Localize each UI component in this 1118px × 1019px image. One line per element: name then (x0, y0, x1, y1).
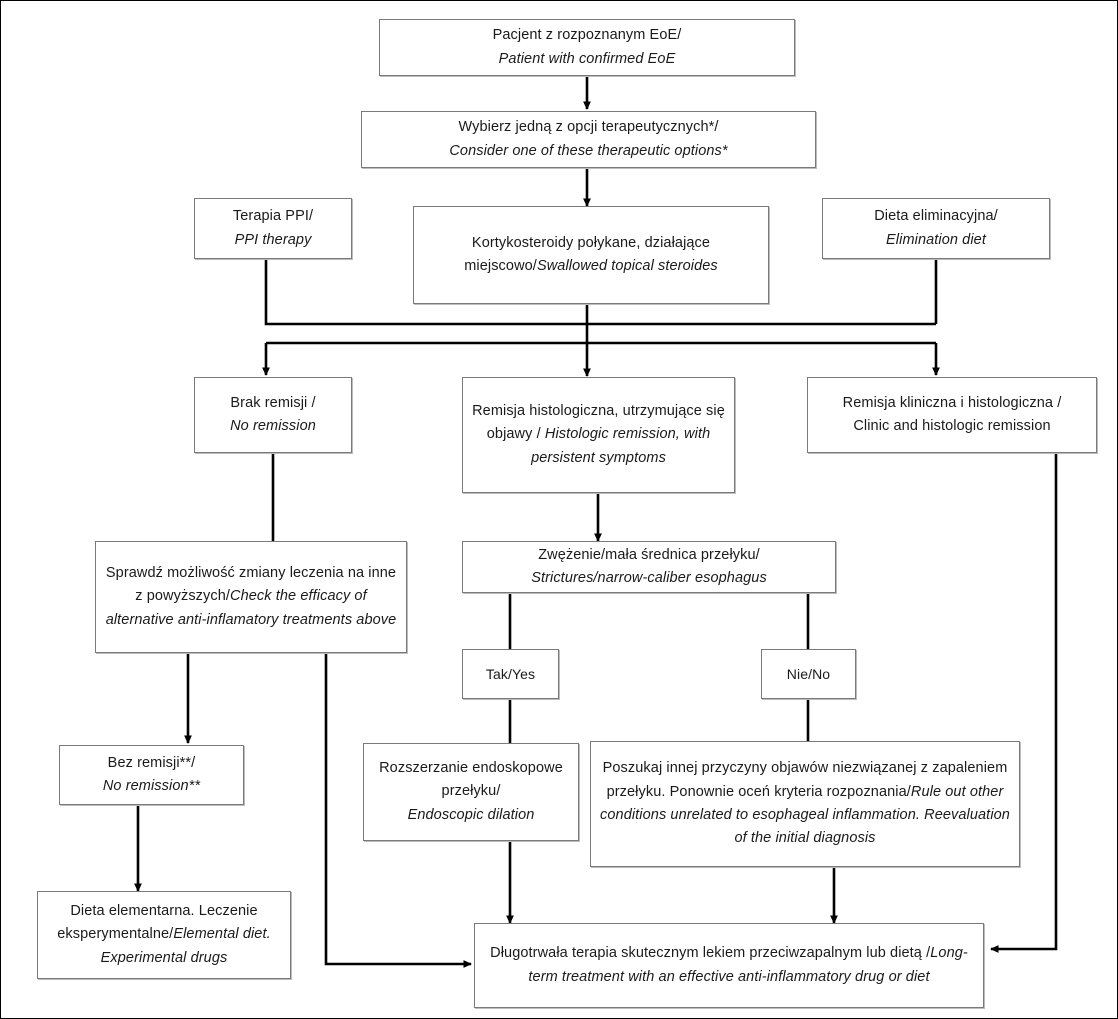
node-check-efficacy-text: Sprawdź możliwość zmiany leczenia na inn… (105, 564, 397, 628)
node-histologic-remission-text: Remisja histologiczna, utrzymujące się o… (472, 402, 725, 466)
node-long-term-treatment-text: Długotrwała terapia skutecznym lekiem pr… (490, 945, 968, 985)
node-rule-out-other-conditions[interactable]: Poszukaj innej przyczyny objawów niezwią… (590, 741, 1020, 867)
node-strictures-text: Zwężenie/mała średnica przełyku/ Strictu… (531, 546, 767, 586)
node-histologic-remission[interactable]: Remisja histologiczna, utrzymujące się o… (462, 377, 735, 493)
node-swallowed-steroids-text: Kortykosteroidy połykane, działające mie… (464, 234, 718, 274)
node-elemental-diet[interactable]: Dieta elementarna. Leczenie eksperymenta… (37, 891, 291, 979)
node-ppi-therapy[interactable]: Terapia PPI/ PPI therapy (194, 198, 352, 259)
node-decision-yes[interactable]: Tak/Yes (462, 649, 559, 699)
node-elimination-diet[interactable]: Dieta eliminacyjna/ Elimination diet (822, 198, 1050, 259)
node-no-remission-2[interactable]: Bez remisji**/ No remission** (59, 745, 244, 805)
node-long-term-treatment[interactable]: Długotrwała terapia skutecznym lekiem pr… (474, 923, 984, 1008)
node-clinic-histologic-remission[interactable]: Remisja kliniczna i histologiczna / Clin… (807, 377, 1097, 453)
node-ppi-therapy-text: Terapia PPI/ PPI therapy (232, 208, 314, 248)
node-consider-options[interactable]: Wybierz jedną z opcji terapeutycznych*/ … (361, 111, 816, 168)
node-endoscopic-dilation[interactable]: Rozszerzanie endoskopowe przełyku/ Endos… (363, 743, 579, 841)
node-consider-options-text: Wybierz jedną z opcji terapeutycznych*/ … (449, 119, 728, 159)
node-patient[interactable]: Pacjent z rozpoznanym EoE/ Patient with … (379, 19, 795, 76)
node-strictures[interactable]: Zwężenie/mała średnica przełyku/ Strictu… (462, 541, 836, 593)
node-decision-no[interactable]: Nie/No (761, 649, 856, 699)
node-decision-no-text: Nie/No (786, 665, 831, 682)
node-no-remission[interactable]: Brak remisji / No remission (194, 377, 352, 453)
node-no-remission-2-text: Bez remisji**/ No remission** (102, 754, 201, 794)
node-rule-out-other-conditions-text: Poszukaj innej przyczyny objawów niezwią… (600, 760, 1010, 847)
node-check-efficacy[interactable]: Sprawdź możliwość zmiany leczenia na inn… (95, 541, 407, 653)
node-decision-yes-text: Tak/Yes (485, 665, 536, 682)
node-swallowed-steroids[interactable]: Kortykosteroidy połykane, działające mie… (413, 206, 769, 304)
node-patient-text: Pacjent z rozpoznanym EoE/ Patient with … (492, 27, 682, 67)
node-clinic-histologic-remission-text: Remisja kliniczna i histologiczna / Clin… (842, 394, 1062, 434)
edge-clinic-remission-to-long-term (990, 453, 1058, 953)
node-elimination-diet-text: Dieta eliminacyjna/ Elimination diet (874, 208, 998, 248)
node-elemental-diet-text: Dieta elementarna. Leczenie eksperymenta… (57, 902, 271, 966)
node-endoscopic-dilation-text: Rozszerzanie endoskopowe przełyku/ Endos… (379, 759, 563, 823)
node-no-remission-text: Brak remisji / No remission (230, 394, 316, 434)
